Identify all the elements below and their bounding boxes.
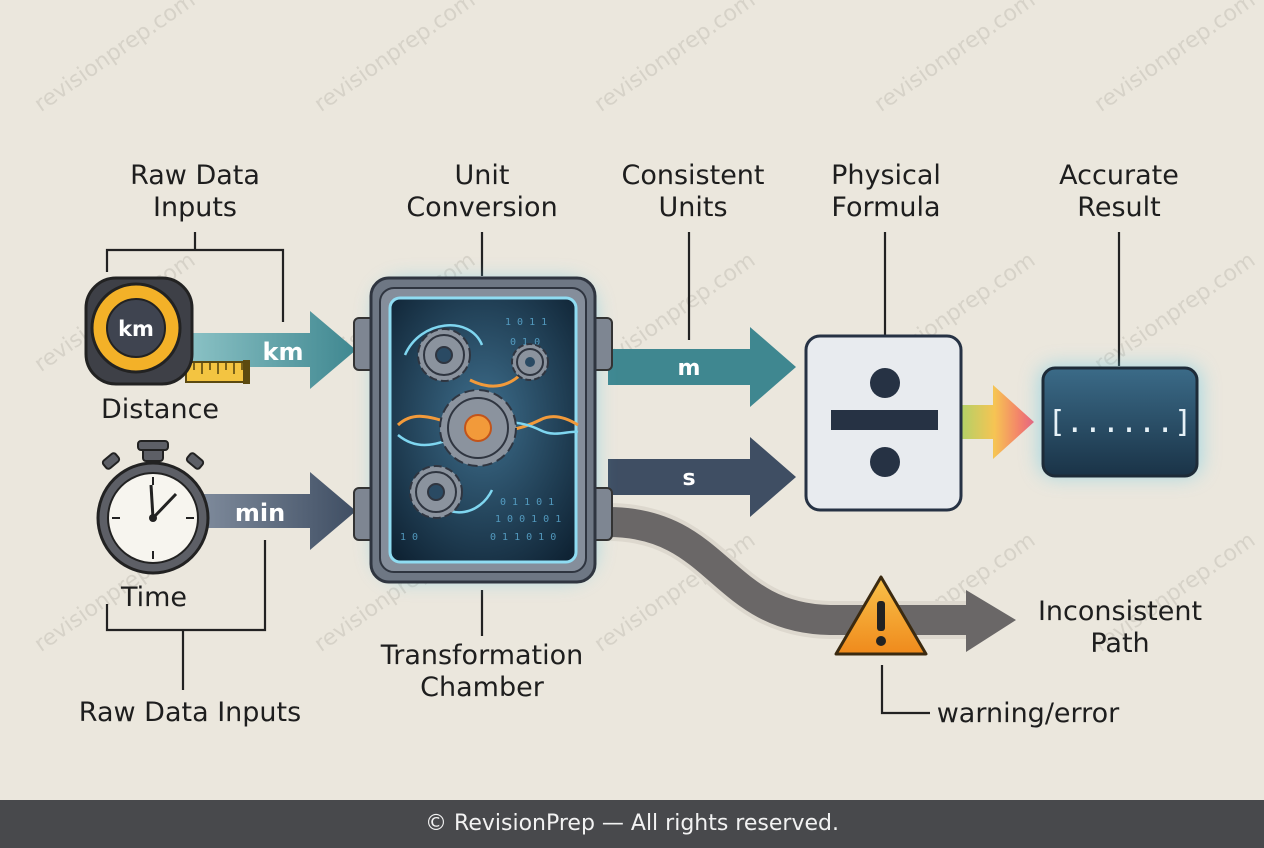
time-label: Time xyxy=(120,582,188,613)
meters-arrow: m xyxy=(608,327,796,407)
seconds-arrow: s xyxy=(608,437,796,517)
svg-text:1 0 1 1: 1 0 1 1 xyxy=(505,317,547,328)
distance-arrow: km xyxy=(186,311,356,389)
gear-icon xyxy=(511,343,549,381)
gear-icon xyxy=(439,389,517,467)
raw-data-inputs-top-label: Raw Data Inputs xyxy=(130,160,260,223)
transformation-chamber-label: Transformation Chamber xyxy=(380,640,584,703)
svg-text:0 1 1 0 1: 0 1 1 0 1 xyxy=(500,497,554,508)
inconsistent-path-label: Inconsistent Path xyxy=(1037,596,1203,659)
consistent-units-label: Consistent Units xyxy=(621,160,765,223)
raw-data-inputs-bottom-label: Raw Data Inputs xyxy=(78,697,302,728)
tape-measure-icon: km xyxy=(84,276,250,386)
warning-error-label: warning/error xyxy=(936,698,1120,729)
gear-icon xyxy=(409,465,463,519)
transformation-chamber: 1 0 1 1 0 1 0 0 1 1 0 1 1 0 0 1 0 1 0 1 … xyxy=(353,276,613,584)
distance-arrow-label: km xyxy=(263,338,304,366)
meters-arrow-label: m xyxy=(678,356,701,381)
svg-text:0 1 0: 0 1 0 xyxy=(510,337,540,348)
time-arrow: min xyxy=(200,472,356,550)
flow-diagram: km min m s xyxy=(84,232,1200,715)
stopwatch-icon xyxy=(96,440,210,575)
copyright-footer: © RevisionPrep — All rights reserved. xyxy=(0,800,1264,848)
svg-text:0 1 1 0 1 0: 0 1 1 0 1 0 xyxy=(490,532,556,543)
accurate-result-display: [......] xyxy=(1040,366,1200,478)
accurate-result-label: Accurate Result xyxy=(1059,160,1179,223)
result-display-text: [......] xyxy=(1048,405,1193,440)
divide-icon xyxy=(831,368,938,477)
time-arrow-label: min xyxy=(235,499,285,527)
connector-lines xyxy=(105,232,1121,715)
binary-stream: 1 0 1 1 0 1 0 0 1 1 0 1 1 0 0 1 0 1 0 1 … xyxy=(400,317,561,543)
svg-text:1 0: 1 0 xyxy=(400,532,418,543)
physical-formula-label: Physical Formula xyxy=(831,160,941,223)
unit-conversion-label: Unit Conversion xyxy=(406,160,558,223)
result-arrow xyxy=(955,385,1034,459)
physical-formula-box xyxy=(804,334,963,512)
gear-icon xyxy=(417,328,471,382)
warning-icon xyxy=(834,575,928,656)
inconsistent-path-arrow xyxy=(607,503,1016,652)
tape-badge-label: km xyxy=(118,317,154,341)
seconds-arrow-label: s xyxy=(682,466,695,491)
svg-text:1 0 0 1 0 1: 1 0 0 1 0 1 xyxy=(495,514,561,525)
distance-label: Distance xyxy=(100,394,220,425)
